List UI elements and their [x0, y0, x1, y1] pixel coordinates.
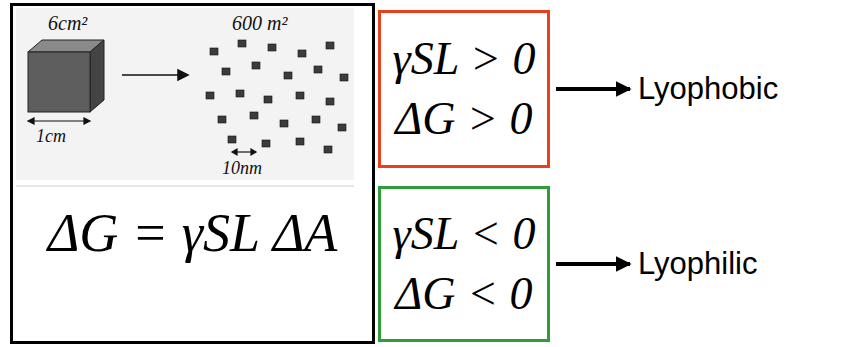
condition-box: γSL > 0ΔG > 0: [378, 10, 550, 168]
dimension-1cm: [28, 118, 90, 124]
delta-g-condition: ΔG < 0: [395, 264, 532, 324]
gamma-condition: γSL > 0: [393, 29, 536, 89]
class-label: Lyophilic: [638, 244, 757, 284]
faint-rule: [16, 186, 354, 187]
particles: [206, 40, 348, 153]
result-arrow: [556, 262, 630, 266]
process-arrow: [122, 70, 188, 80]
condition-box: γSL < 0ΔG < 0: [378, 186, 550, 342]
delta-g-condition: ΔG > 0: [395, 89, 532, 149]
photo-ground: [16, 8, 354, 180]
result-label-box: Lyophilic: [638, 238, 837, 291]
result-label-box: Lyophobic: [638, 63, 837, 116]
dimension-label: 1cm: [36, 126, 66, 147]
class-label: Lyophobic: [638, 69, 778, 109]
cube: [28, 40, 104, 112]
formula: ΔG = γSL ΔA: [48, 198, 338, 268]
dimension-label: 10nm: [222, 158, 262, 179]
result-arrow: [556, 87, 630, 91]
dimension-10nm: [232, 149, 256, 155]
formula-box: ΔG = γSL ΔA: [10, 3, 375, 344]
gamma-condition: γSL < 0: [393, 204, 536, 264]
area-label: 6cm²: [48, 12, 87, 35]
area-label: 600 m²: [232, 12, 287, 35]
